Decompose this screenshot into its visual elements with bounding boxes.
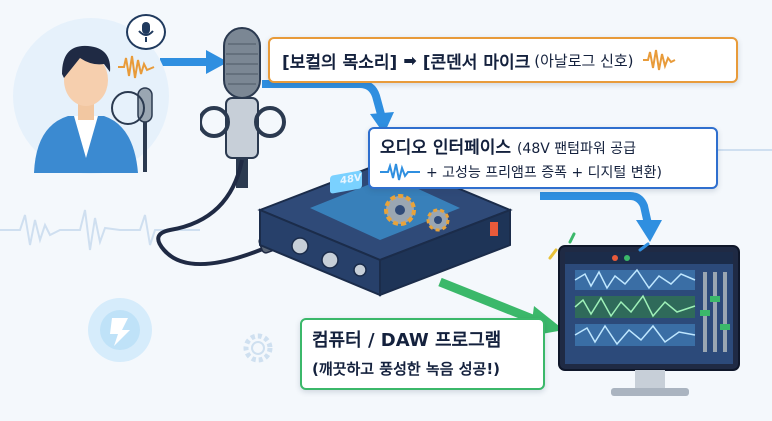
gear-icon: [384, 194, 416, 226]
interface-detail: + 고성능 프리앰프 증폭 + 디지털 변환): [426, 165, 662, 181]
gear-icon: [243, 333, 273, 363]
interface-title: 오디오 인터페이스: [380, 138, 512, 158]
waveform-icon: [642, 49, 675, 71]
mic-label: [콘덴서 마이크: [422, 52, 531, 73]
arrow-icon: ➡: [403, 50, 417, 70]
analog-note: (아날로그 신호): [534, 51, 634, 70]
computer-monitor: [558, 245, 740, 396]
callout-step-3: 컴퓨터 / DAW 프로그램 (깨끗하고 풍성한 녹음 성공!): [300, 318, 545, 390]
voice-label: [보컬의 목소리]: [282, 52, 398, 73]
speech-bubble-icon: [126, 14, 166, 50]
microphone-icon: [200, 27, 286, 188]
callout-step-2: 오디오 인터페이스 (48V 팬텀파워 공급 + 고성능 프리앰프 증폭 + 디…: [368, 127, 718, 189]
condenser-microphone: [200, 27, 286, 188]
sparkle-decoration: [548, 232, 650, 260]
computer-title: 컴퓨터 / DAW 프로그램: [312, 330, 502, 351]
phantom-power-label: 48V: [340, 172, 362, 187]
monitor-icon: [558, 245, 740, 396]
interface-title-note: (48V 팬텀파워 공급: [516, 141, 637, 157]
callout-step-1: [보컬의 목소리] ➡ [콘덴서 마이크 (아날로그 신호): [268, 37, 738, 83]
recording-result: (깨끗하고 풍성한 녹음 성공!): [312, 360, 501, 378]
microphone-icon: [138, 22, 154, 42]
arrow-icon: [206, 50, 228, 74]
waveform-icon: [118, 55, 155, 79]
waveform-icon: [380, 163, 420, 181]
microphone-icon: [111, 87, 153, 172]
singer-illustration: [13, 18, 169, 174]
gear-icon: [426, 208, 450, 232]
